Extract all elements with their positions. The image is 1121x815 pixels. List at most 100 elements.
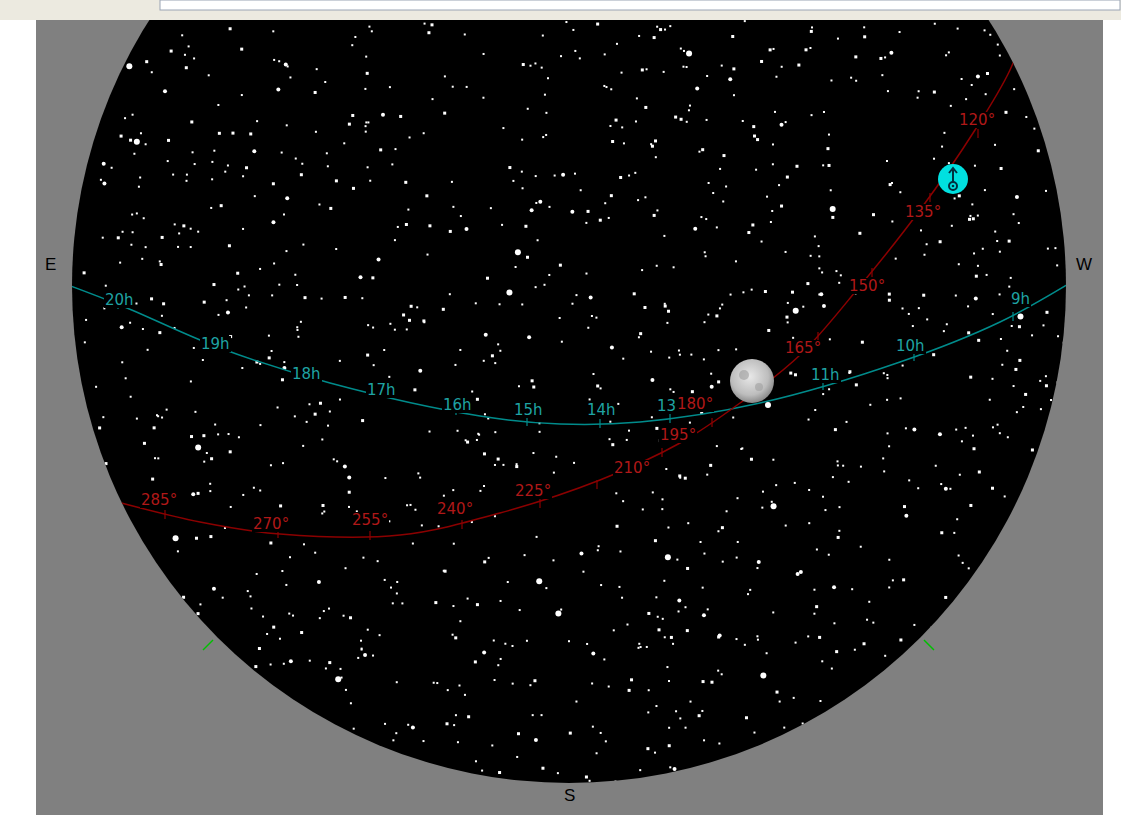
star <box>488 557 490 559</box>
star <box>222 597 224 599</box>
star <box>582 571 584 573</box>
star <box>984 29 986 31</box>
scale-tick <box>164 510 165 519</box>
star <box>710 681 713 684</box>
star <box>474 660 477 663</box>
star <box>661 508 663 510</box>
star <box>365 131 367 133</box>
star <box>795 165 798 168</box>
star <box>279 504 282 507</box>
star <box>367 121 369 123</box>
star <box>279 638 281 640</box>
star <box>863 26 865 28</box>
star <box>639 769 641 771</box>
star <box>989 399 991 401</box>
star <box>458 685 460 687</box>
star <box>866 619 868 621</box>
star <box>797 64 800 67</box>
star <box>300 173 303 176</box>
longitude-label: 180° <box>676 396 714 412</box>
star <box>744 20 746 22</box>
star <box>781 66 783 68</box>
star <box>323 610 325 612</box>
star <box>702 680 705 683</box>
star <box>992 313 994 315</box>
star <box>653 36 656 39</box>
star <box>497 664 499 666</box>
star <box>381 113 385 117</box>
star <box>467 715 470 718</box>
star <box>444 75 446 77</box>
star <box>1022 406 1024 408</box>
star <box>209 490 211 492</box>
star <box>104 462 107 465</box>
star <box>644 196 646 198</box>
star <box>666 666 668 668</box>
star <box>361 419 364 422</box>
star <box>140 132 142 134</box>
star <box>728 77 732 81</box>
star <box>231 132 234 135</box>
horizon-mark <box>924 640 934 650</box>
star <box>596 384 599 387</box>
star <box>561 341 563 343</box>
star <box>837 536 840 539</box>
star <box>638 643 640 645</box>
star <box>296 284 298 286</box>
star <box>244 285 246 287</box>
star <box>328 608 330 610</box>
star <box>1006 350 1008 352</box>
star <box>686 121 688 123</box>
star <box>262 616 264 618</box>
star <box>534 62 536 64</box>
star <box>181 34 183 36</box>
hour-label: 18h <box>291 366 322 382</box>
star <box>603 658 605 660</box>
star <box>787 321 789 323</box>
star <box>498 771 501 774</box>
star <box>658 628 661 631</box>
star <box>318 203 320 205</box>
star <box>829 338 831 340</box>
star <box>634 172 636 174</box>
star <box>982 248 984 250</box>
star <box>292 615 294 617</box>
star <box>278 284 280 286</box>
star <box>309 660 311 662</box>
star <box>616 525 619 528</box>
star <box>822 304 826 308</box>
star <box>1057 335 1059 337</box>
star <box>559 317 561 319</box>
star <box>145 143 147 145</box>
star <box>483 53 485 55</box>
star <box>807 635 809 637</box>
star <box>722 154 725 157</box>
chart-ground <box>36 20 1103 815</box>
star <box>762 491 764 493</box>
star <box>451 181 453 183</box>
star <box>367 324 369 326</box>
star <box>828 554 830 556</box>
star <box>679 717 681 719</box>
star <box>1031 334 1033 336</box>
star <box>259 268 261 270</box>
star <box>285 250 287 252</box>
star <box>892 579 894 581</box>
star <box>1045 190 1047 192</box>
star <box>608 217 610 219</box>
star <box>854 649 856 651</box>
star <box>685 727 687 729</box>
star <box>270 464 272 466</box>
star <box>682 66 684 68</box>
star <box>695 86 699 90</box>
star <box>526 256 529 259</box>
star <box>494 431 496 433</box>
star <box>678 474 681 477</box>
star <box>766 196 768 198</box>
star <box>507 581 509 583</box>
star <box>1037 149 1040 152</box>
star <box>95 386 97 388</box>
scale-tick <box>599 419 600 428</box>
star <box>395 148 397 150</box>
star <box>669 388 671 390</box>
